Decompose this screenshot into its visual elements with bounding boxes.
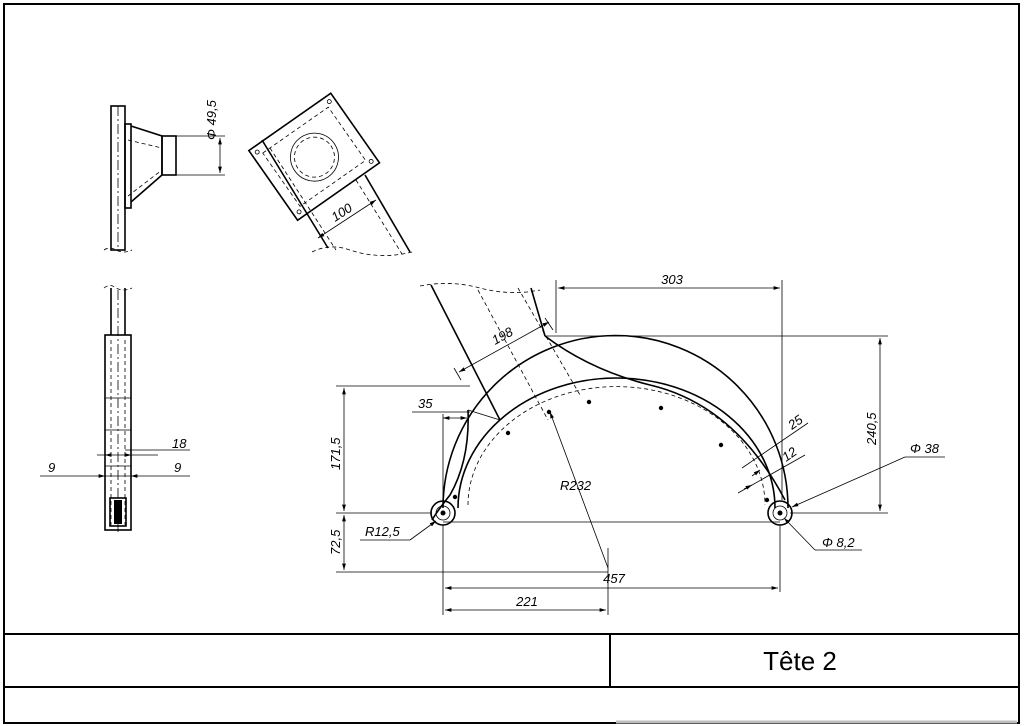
main-front-view (419, 283, 793, 615)
dimension-221: 221 (445, 594, 606, 612)
dim-171-5: 171,5 (328, 437, 343, 470)
dim-240-5: 240,5 (864, 412, 879, 446)
dimension-phi-38: Φ 38 (791, 441, 945, 508)
dimension-198: 198 (453, 317, 554, 381)
dimension-72-5: 72,5 (328, 515, 608, 573)
dim-25: 25 (784, 411, 806, 433)
drawing-border (3, 3, 1020, 724)
dim-9-right: 9 (174, 460, 181, 475)
dim-phi-38: Φ 38 (910, 441, 940, 456)
side-view-bottom: 18 9 9 (40, 285, 190, 532)
dim-35: 35 (418, 396, 433, 411)
dimension-171-5: 171,5 (328, 385, 470, 514)
dim-phi-49-5: Φ 49,5 (204, 99, 219, 140)
dimension-303: 303 (555, 272, 783, 500)
dim-r12-5: R12,5 (365, 524, 400, 539)
dimension-457: 457 (445, 571, 778, 590)
dimension-25-12: 25 12 (737, 411, 809, 494)
dimension-phi-8-2: Φ 8,2 (783, 517, 862, 551)
dimension-r12-5: R12,5 (360, 520, 437, 541)
dim-9-left: 9 (48, 460, 55, 475)
dim-18: 18 (172, 436, 187, 451)
dim-100: 100 (328, 200, 355, 225)
title-block: Tête 2 (4, 633, 1019, 724)
part-title: Tête 2 (763, 646, 837, 676)
dim-303: 303 (661, 272, 683, 287)
dim-72-5: 72,5 (328, 529, 343, 555)
dimension-35: 35 (412, 396, 470, 505)
dim-221: 221 (515, 594, 538, 609)
angled-plate-view: 100 (247, 92, 413, 256)
dim-457: 457 (603, 571, 625, 586)
side-view-top: Φ 49,5 (103, 99, 225, 253)
dimension-r232: R232 (549, 411, 609, 569)
dim-r232: R232 (560, 478, 592, 493)
dim-198: 198 (489, 324, 516, 348)
dimension-240-5: 240,5 (545, 335, 888, 514)
dim-phi-8-2: Φ 8,2 (822, 535, 855, 550)
